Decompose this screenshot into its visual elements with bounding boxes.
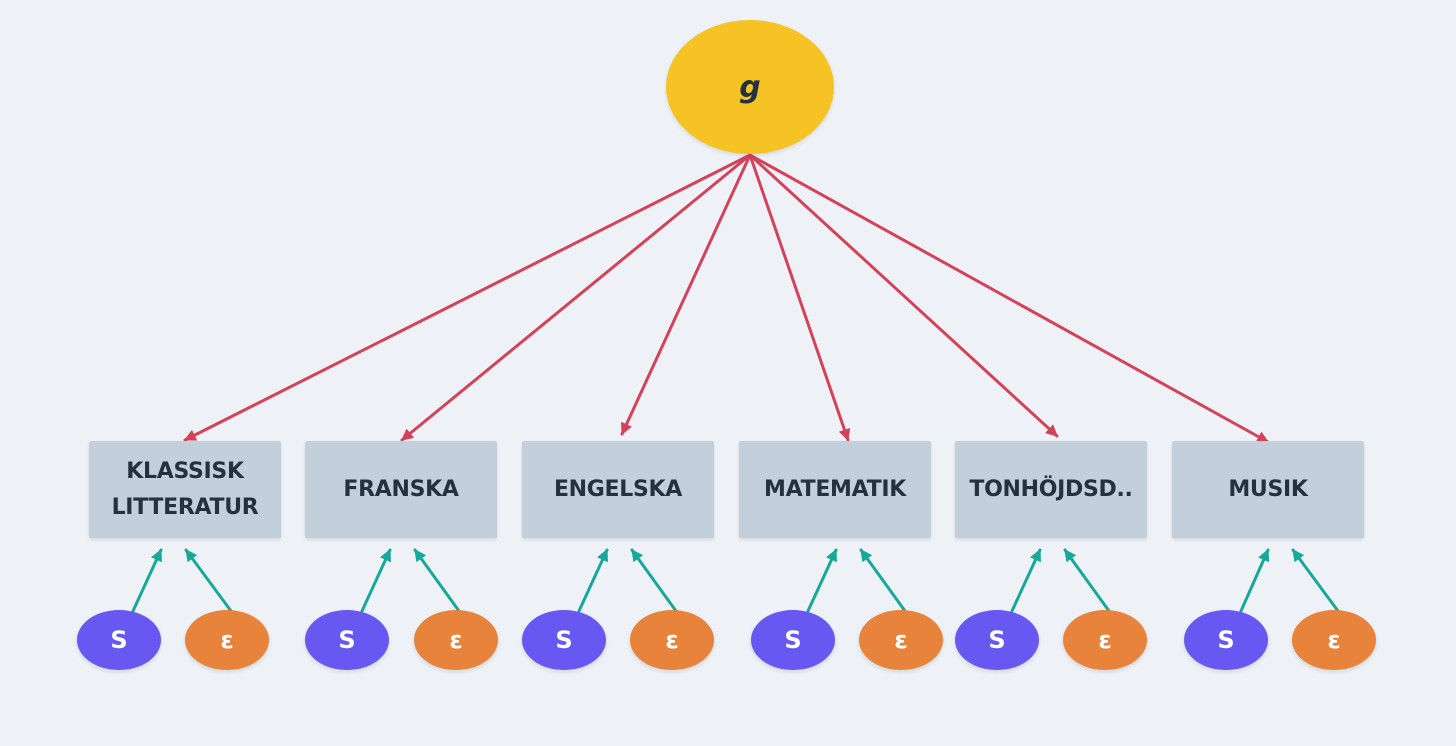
specific-factor-node: S xyxy=(305,610,389,670)
error-arrow xyxy=(1063,548,1111,613)
specific-factor-label: S xyxy=(988,626,1006,654)
error-arrow xyxy=(1291,548,1340,613)
error-label: ε xyxy=(1327,626,1341,654)
g-factor-node: g xyxy=(666,20,834,154)
specific-factor-label: S xyxy=(1217,626,1235,654)
error-node: ε xyxy=(185,610,269,670)
specific-factor-node: S xyxy=(955,610,1039,670)
specific-factor-arrow xyxy=(131,548,163,613)
test-box-engelska: ENGELSKA xyxy=(522,441,714,538)
error-arrow xyxy=(184,548,233,613)
test-box-franska: FRANSKA xyxy=(305,441,497,538)
loading-arrow xyxy=(748,153,1270,444)
specific-factor-arrow xyxy=(360,548,392,613)
test-label: ENGELSKA xyxy=(553,476,683,502)
error-node: ε xyxy=(414,610,498,670)
loading-arrow xyxy=(748,153,851,442)
test-label: KLASSISK LITTERATUR xyxy=(111,458,259,520)
error-label: ε xyxy=(894,626,908,654)
loading-arrow xyxy=(620,153,752,436)
specific-factor-label: S xyxy=(338,626,356,654)
error-arrow xyxy=(859,548,907,613)
loading-arrow xyxy=(400,153,752,442)
error-label: ε xyxy=(1098,626,1112,654)
specific-factor-label: S xyxy=(555,626,573,654)
loading-arrow xyxy=(183,153,752,442)
specific-factor-label: S xyxy=(784,626,802,654)
test-label: TONHÖJDSD.. xyxy=(969,476,1133,502)
error-node: ε xyxy=(1063,610,1147,670)
error-label: ε xyxy=(449,626,463,654)
error-label: ε xyxy=(665,626,679,654)
specific-factor-node: S xyxy=(77,610,161,670)
test-label: MUSIK xyxy=(1228,476,1308,502)
error-arrow xyxy=(413,548,461,613)
specific-factor-arrow xyxy=(1239,548,1270,613)
specific-factor-label: S xyxy=(110,626,128,654)
loading-arrow xyxy=(748,153,1059,438)
error-node: ε xyxy=(859,610,943,670)
error-label: ε xyxy=(220,626,234,654)
test-box-tonhojdsd: TONHÖJDSD.. xyxy=(955,441,1147,538)
test-label: MATEMATIK xyxy=(764,476,906,502)
specific-factor-node: S xyxy=(522,610,606,670)
specific-factor-arrow xyxy=(1010,548,1042,613)
error-arrow xyxy=(630,548,678,613)
test-box-matematik: MATEMATIK xyxy=(739,441,931,538)
specific-factor-node: S xyxy=(751,610,835,670)
specific-factor-arrow xyxy=(806,548,838,613)
test-label: FRANSKA xyxy=(343,476,459,502)
test-box-musik: MUSIK xyxy=(1172,441,1364,538)
specific-factor-arrow xyxy=(577,548,609,613)
error-node: ε xyxy=(630,610,714,670)
test-box-klassisk-litteratur: KLASSISK LITTERATUR xyxy=(89,441,281,538)
error-node: ε xyxy=(1292,610,1376,670)
specific-factor-node: S xyxy=(1184,610,1268,670)
g-factor-label: g xyxy=(739,69,761,105)
